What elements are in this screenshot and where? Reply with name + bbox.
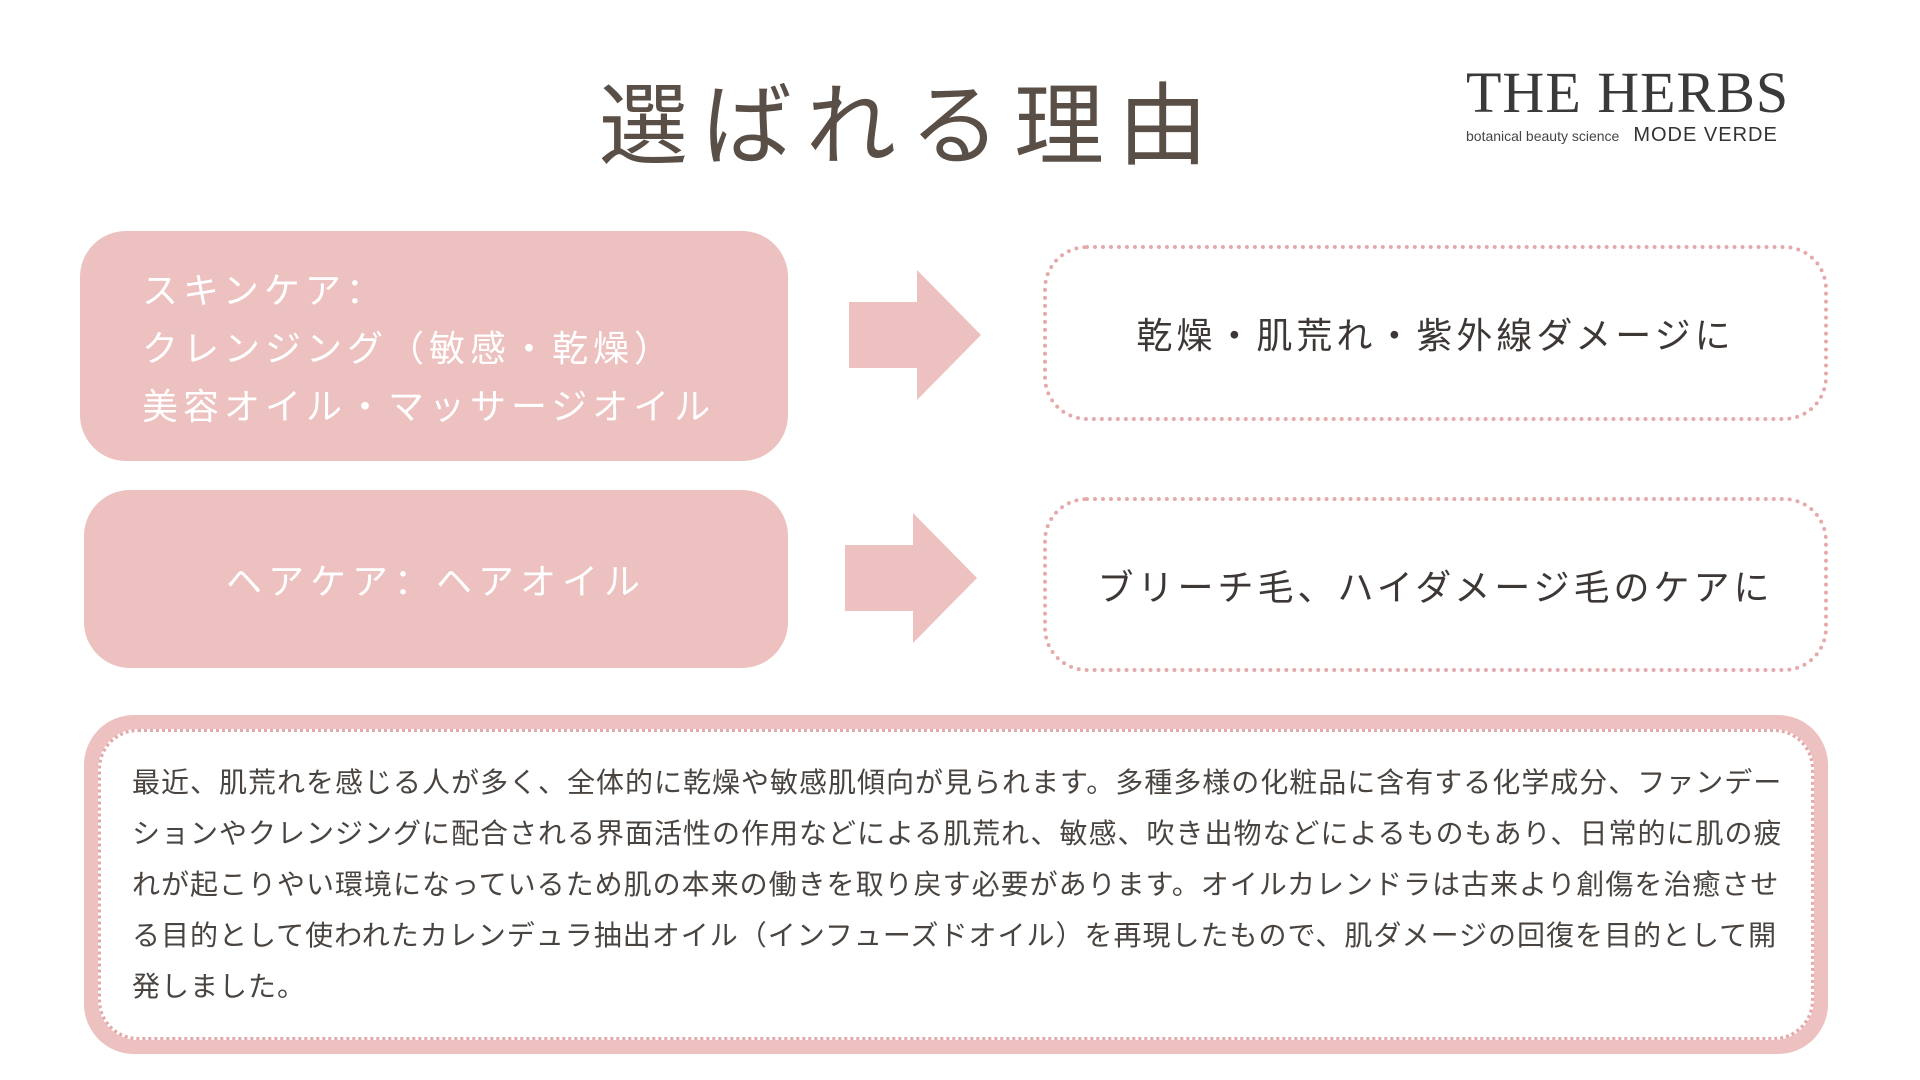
brand-logo: THE HERBS botanical beauty science MODE … [1466,64,1816,147]
arrow-right-icon [845,513,977,643]
benefit-text: 乾燥・肌荒れ・紫外線ダメージに [1136,316,1735,357]
category-line: スキンケア： [142,271,387,312]
page-title: 選ばれる理由 [598,74,1222,179]
haircare-benefit-box: ブリーチ毛、ハイダメージ毛のケアに [1043,497,1828,672]
category-text: ヘアケア：ヘアオイル [225,562,646,603]
logo-main: THE HERBS [1466,60,1790,125]
skincare-category-box: スキンケア： クレンジング（敏感・乾燥） 美容オイル・マッサージオイル [80,231,788,461]
category-line: クレンジング（敏感・乾燥） [142,329,676,370]
description-text: 最近、肌荒れを感じる人が多く、全体的に乾燥や敏感肌傾向が見られます。多種多様の化… [132,766,1783,1003]
benefit-text: ブリーチ毛、ハイダメージ毛のケアに [1097,567,1774,609]
logo-tagline: botanical beauty science [1466,128,1620,144]
arrow-right-icon [849,270,981,400]
logo-sub: MODE VERDE [1633,124,1778,146]
category-line: 美容オイル・マッサージオイル [142,387,716,428]
description-box: 最近、肌荒れを感じる人が多く、全体的に乾燥や敏感肌傾向が見られます。多種多様の化… [84,715,1828,1054]
skincare-benefit-box: 乾燥・肌荒れ・紫外線ダメージに [1043,245,1828,421]
haircare-category-box: ヘアケア：ヘアオイル [84,490,788,668]
